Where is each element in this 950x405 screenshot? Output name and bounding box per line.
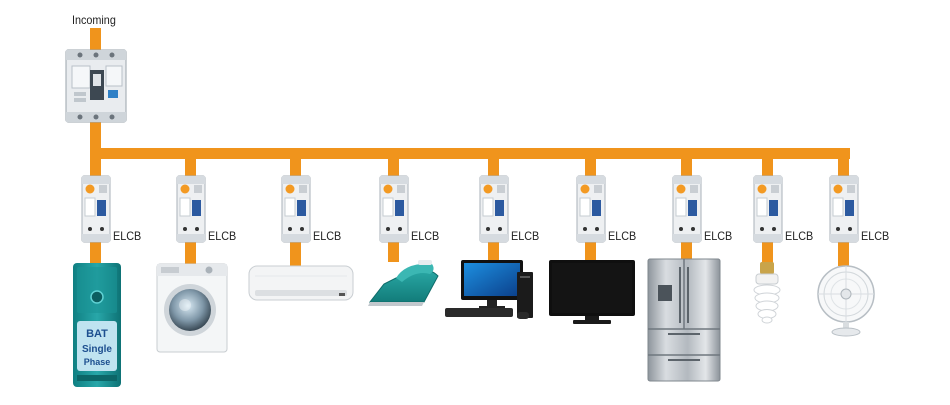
- mccb-main-breaker-icon: [65, 49, 127, 123]
- load-wire-2: [185, 240, 196, 266]
- bus-wiring: [90, 28, 850, 266]
- drop-wire-6: [585, 152, 596, 178]
- drop-wire-7: [681, 152, 692, 178]
- elcb-breaker-icon: [479, 175, 509, 243]
- drop-wire-5: [488, 152, 499, 178]
- elcb-label-5: ELCB: [511, 229, 540, 243]
- load-wire-6: [585, 240, 596, 262]
- water-heater-icon: BAT Single Phase: [73, 263, 121, 387]
- electric-fan-icon: [817, 265, 875, 337]
- elcb-breaker-icon: [176, 175, 206, 243]
- desktop-computer-icon: [445, 260, 533, 319]
- elcb-label-2: ELCB: [208, 229, 237, 243]
- load-wire-7: [681, 240, 692, 262]
- elcb-breakers: [81, 175, 859, 243]
- drop-wire-8: [762, 152, 773, 178]
- heater-phase-text: Phase: [84, 357, 111, 367]
- elcb-breaker-icon: [753, 175, 783, 243]
- washing-machine-icon: [156, 263, 228, 353]
- elcb-label-4: ELCB: [411, 229, 440, 243]
- elcb-breaker-icon: [829, 175, 859, 243]
- drop-wire-9: [838, 152, 849, 178]
- elcb-breaker-icon: [672, 175, 702, 243]
- load-wire-9: [838, 240, 849, 266]
- elcb-label-1: ELCB: [113, 229, 142, 243]
- refrigerator-icon: [647, 258, 721, 382]
- air-conditioner-icon: [248, 265, 354, 301]
- heater-brand-text: BAT: [86, 328, 108, 340]
- load-wire-3: [290, 240, 301, 266]
- drop-wire-1: [90, 152, 101, 178]
- elcb-label-7: ELCB: [704, 229, 733, 243]
- drop-wire-3: [290, 152, 301, 178]
- elcb-breaker-icon: [379, 175, 409, 243]
- load-wire-8: [762, 240, 773, 264]
- load-wire-1: [90, 240, 101, 266]
- elcb-label-8: ELCB: [785, 229, 814, 243]
- main-breaker-output-wire: [90, 118, 101, 158]
- clothes-iron-icon: [368, 260, 439, 306]
- elcb-label-6: ELCB: [608, 229, 637, 243]
- load-wire-4: [388, 240, 399, 262]
- television-icon: [549, 260, 635, 324]
- incoming-label: Incoming: [72, 13, 116, 27]
- elcb-label-3: ELCB: [313, 229, 342, 243]
- elcb-label-9: ELCB: [861, 229, 890, 243]
- cfl-bulb-icon: [753, 262, 781, 324]
- horizontal-bus-bar: [90, 148, 850, 159]
- incoming-feed-wire: [90, 28, 101, 56]
- elcb-breaker-icon: [81, 175, 111, 243]
- elcb-breaker-icon: [281, 175, 311, 243]
- drop-wire-2: [185, 152, 196, 178]
- heater-single-text: Single: [82, 344, 112, 355]
- elcb-breaker-icon: [576, 175, 606, 243]
- load-wire-5: [488, 240, 499, 262]
- drop-wire-4: [388, 152, 399, 178]
